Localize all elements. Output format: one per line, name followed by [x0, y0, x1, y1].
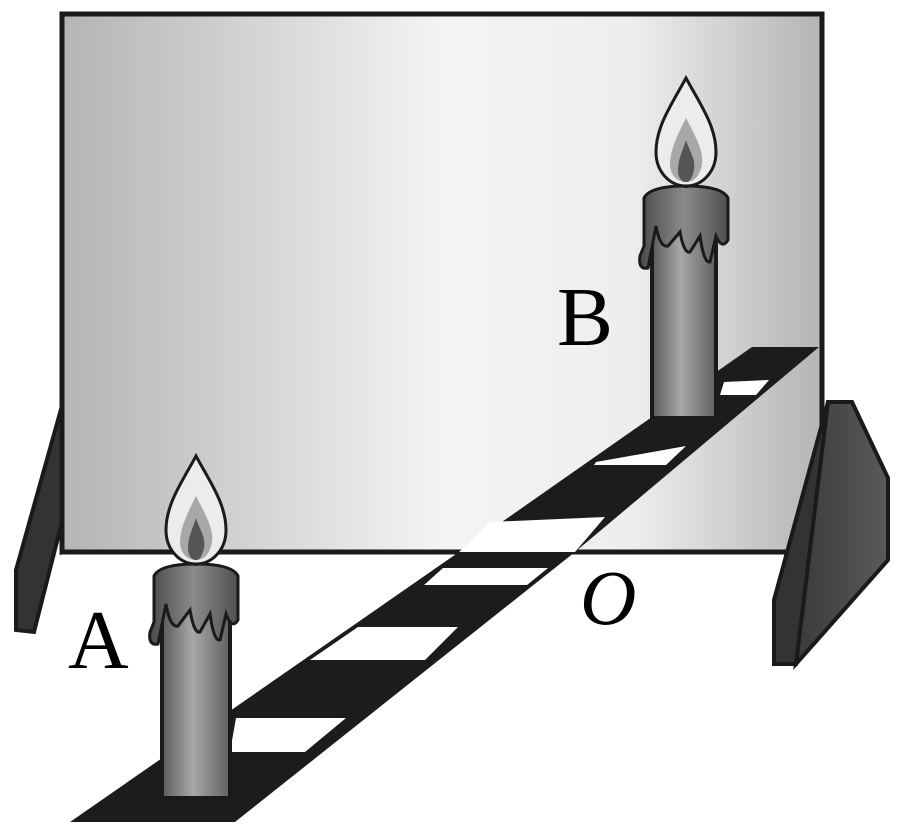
- candle-b: [638, 74, 730, 420]
- label-b: B: [557, 271, 613, 364]
- front-strip: [70, 552, 575, 822]
- reflected-strip: [459, 347, 819, 552]
- candle-a: [148, 452, 240, 800]
- label-o: O: [580, 554, 636, 641]
- right-stand: [772, 399, 890, 671]
- label-a: A: [68, 594, 129, 687]
